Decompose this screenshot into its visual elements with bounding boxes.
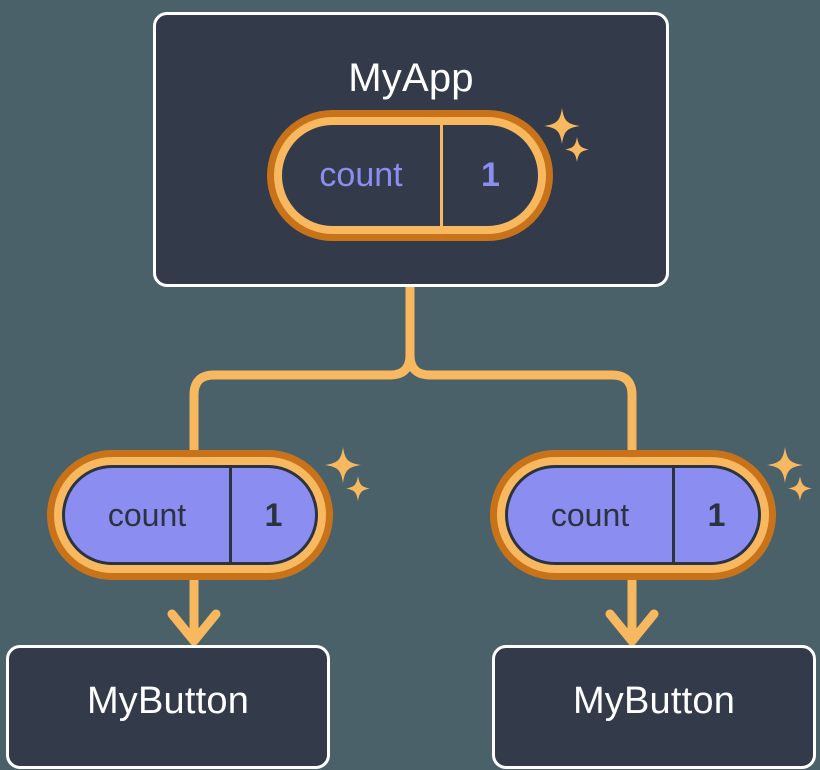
state-pill-child-1[interactable]: count 1 — [47, 450, 333, 580]
component-label: MyButton — [572, 680, 736, 722]
page-title: MyApp — [348, 56, 474, 100]
state-pill-body: count 1 — [62, 465, 318, 565]
state-pill-body: count 1 — [282, 125, 538, 226]
component-box-mybutton-1[interactable]: MyButton — [6, 645, 330, 769]
state-pill-ring: count 1 — [497, 457, 769, 573]
state-pill-body: count 1 — [505, 465, 761, 565]
sparkle-small-icon — [346, 476, 370, 501]
state-value-label: 1 — [440, 125, 538, 226]
state-pill-root[interactable]: count 1 — [267, 110, 553, 241]
state-value-label: 1 — [672, 468, 758, 562]
component-box-mybutton-2[interactable]: MyButton — [492, 645, 816, 769]
sparkle-small-icon — [788, 476, 812, 501]
state-key-label: count — [319, 156, 403, 194]
state-value-label: 1 — [229, 468, 315, 562]
state-pill-ring: count 1 — [274, 117, 546, 234]
state-pill-ring: count 1 — [54, 457, 326, 573]
state-pill-child-2[interactable]: count 1 — [490, 450, 776, 580]
component-label: MyButton — [86, 680, 250, 722]
state-key-label: count — [550, 496, 630, 533]
state-key-label: count — [107, 496, 187, 533]
